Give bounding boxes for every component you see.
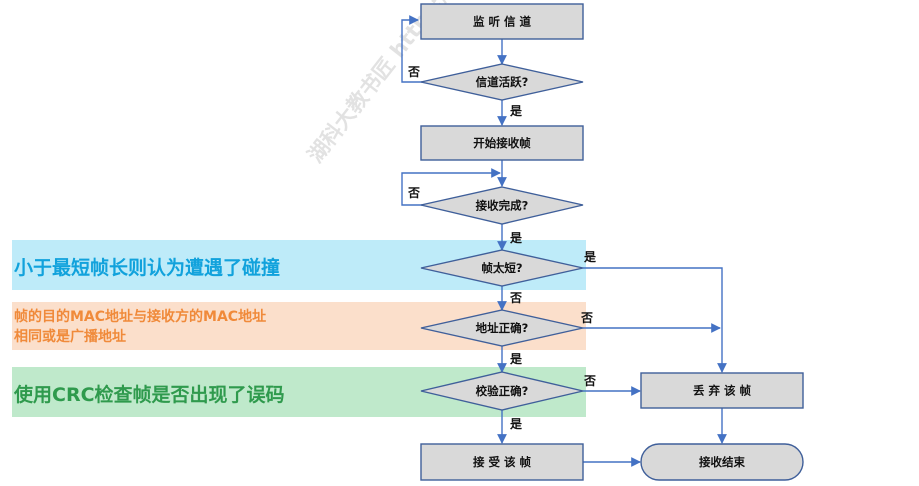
- node-accept: 接 受 该 帧: [420, 443, 584, 481]
- arrow-short-yes-to-discard: [583, 267, 727, 373]
- annotation-address-line1: 帧的目的MAC地址与接收方的MAC地址: [14, 309, 267, 325]
- arrow-active-no-loop: [401, 15, 423, 83]
- label-yes-short: 是: [583, 250, 597, 264]
- connectors: [401, 15, 727, 467]
- node-checksum-ok-label: 校验正确?: [476, 384, 529, 398]
- label-no-active: 否: [407, 65, 420, 79]
- node-frame-too-short: 帧太短?: [420, 249, 584, 287]
- node-receive-done-label: 接收完成?: [476, 199, 529, 213]
- node-frame-too-short-label: 帧太短?: [481, 261, 522, 275]
- node-address-ok: 地址正确?: [420, 309, 584, 347]
- annotation-address-line2: 相同或是广播地址: [14, 329, 126, 345]
- node-end-label: 接收结束: [699, 455, 745, 469]
- node-start-receive: 开始接收帧: [420, 125, 584, 161]
- label-yes-address: 是: [509, 352, 523, 366]
- node-receive-done: 接收完成?: [420, 186, 584, 225]
- label-no-checksum: 否: [583, 374, 596, 388]
- label-no-address: 否: [580, 311, 593, 325]
- node-channel-active-label: 信道活跃?: [476, 75, 529, 89]
- node-address-ok-label: 地址正确?: [476, 321, 529, 335]
- label-no-done: 否: [407, 186, 420, 200]
- label-no-short: 否: [509, 291, 522, 305]
- node-discard: 丢 弃 该 帧: [640, 372, 804, 409]
- annotation-address: 帧的目的MAC地址与接收方的MAC地址 相同或是广播地址: [14, 307, 266, 347]
- label-yes-checksum: 是: [509, 417, 523, 431]
- node-end: 接收结束: [640, 443, 804, 481]
- label-yes-done: 是: [509, 231, 523, 245]
- node-accept-label: 接 受 该 帧: [473, 455, 532, 469]
- annotation-crc: 使用CRC检查帧是否出现了误码: [14, 384, 285, 406]
- node-channel-active: 信道活跃?: [420, 63, 584, 101]
- node-discard-label: 丢 弃 该 帧: [693, 384, 752, 398]
- arrow-done-no-loop: [401, 168, 501, 206]
- label-yes-active: 是: [509, 104, 523, 118]
- node-start-receive-label: 开始接收帧: [473, 136, 531, 150]
- node-listen-label: 监 听 信 道: [473, 15, 532, 29]
- annotation-too-short: 小于最短帧长则认为遭遇了碰撞: [14, 257, 281, 279]
- node-checksum-ok: 校验正确?: [420, 371, 584, 411]
- node-listen: 监 听 信 道: [420, 3, 584, 40]
- branch-labels: 否 是 否 是 是 否 否 是 否 是: [407, 65, 597, 431]
